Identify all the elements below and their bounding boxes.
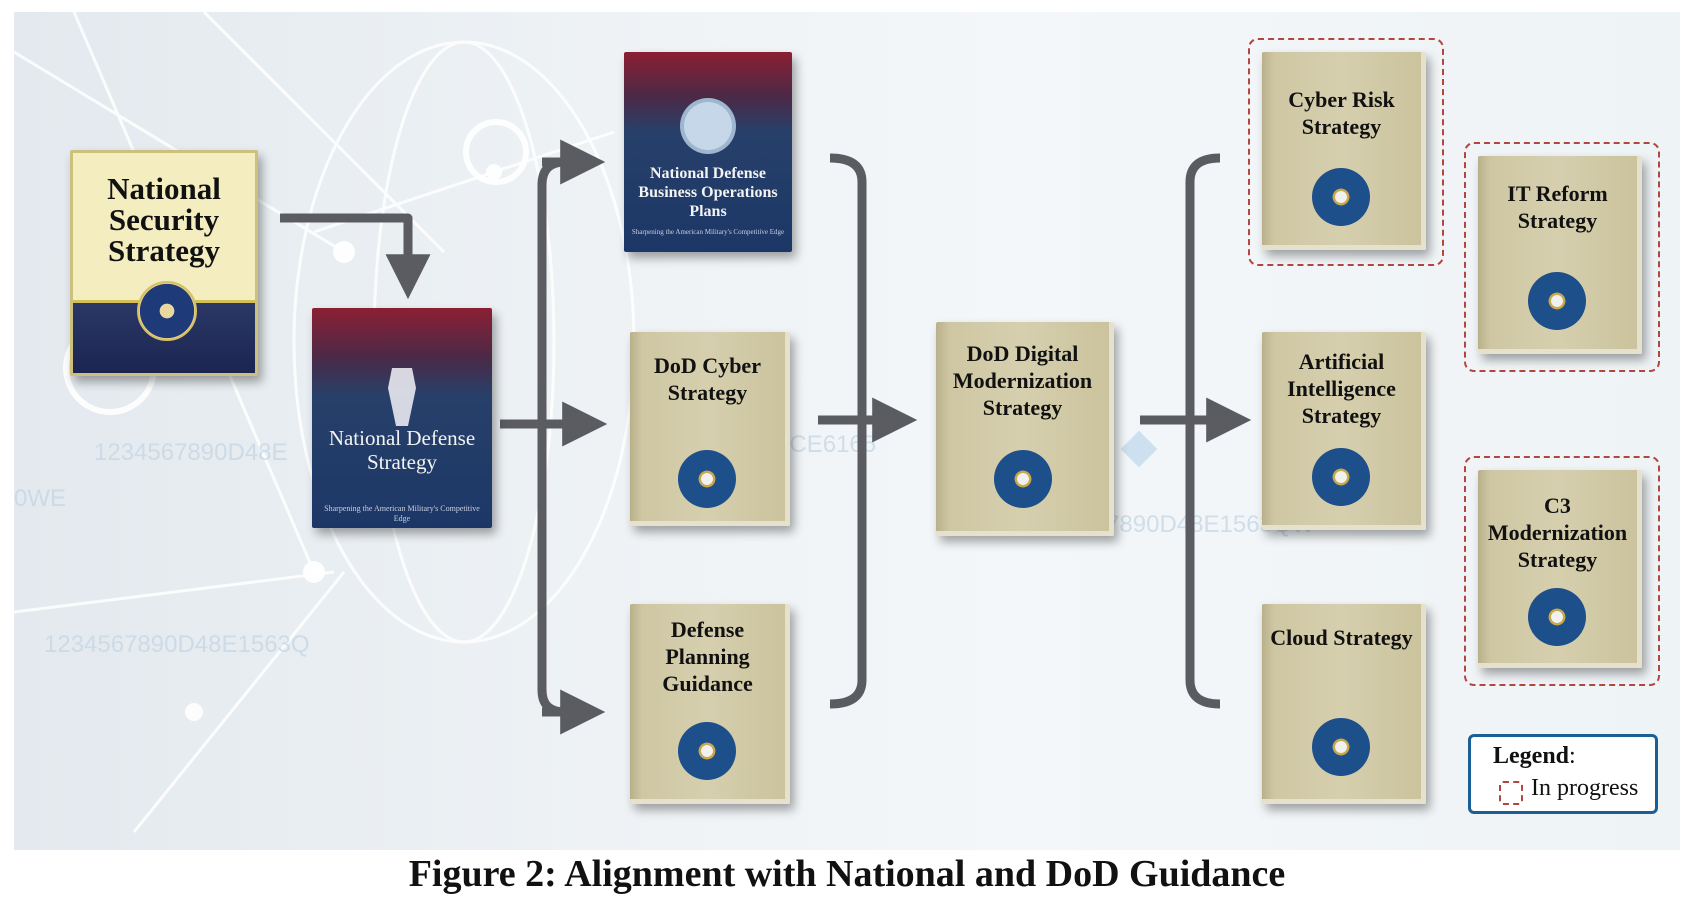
dod-seal-icon	[1312, 168, 1370, 226]
bg-hex-text-4: 0WE	[14, 485, 66, 512]
book-title: DoD Cyber Strategy	[654, 353, 761, 405]
dod-seal-icon	[678, 450, 736, 508]
dod-seal-icon	[1312, 718, 1370, 776]
book-subtitle: Sharpening the American Military's Compe…	[631, 228, 785, 236]
book-subtitle: Sharpening the American Military's Compe…	[324, 504, 480, 523]
left-bracket-1	[537, 157, 566, 717]
book-national-security-strategy: National Security Strategy	[70, 150, 258, 376]
book-dod-cyber-strategy: DoD Cyber Strategy	[630, 332, 790, 526]
arrow-nss-to-nds	[280, 213, 431, 300]
book-title: IT Reform Strategy	[1507, 181, 1608, 233]
dod-seal-icon	[680, 98, 736, 154]
book-title: Defense Planning Guidance	[662, 617, 753, 696]
book-title: Artificial Intelligence Strategy	[1287, 349, 1396, 428]
bg-hex-text-1: 1234567890D48E	[94, 439, 288, 466]
legend: Legend: In progress	[1468, 734, 1658, 814]
legend-in-progress-swatch	[1499, 781, 1523, 805]
dod-seal-icon	[1312, 448, 1370, 506]
book-c3-modernization-strategy: C3 Modernization Strategy	[1478, 470, 1642, 668]
book-national-defense-strategy: National Defense Strategy Sharpening the…	[312, 308, 492, 528]
legend-colon: :	[1569, 743, 1576, 769]
right-bracket-1	[829, 153, 867, 709]
dod-seal-icon	[678, 722, 736, 780]
book-cyber-risk-strategy: Cyber Risk Strategy	[1262, 52, 1426, 250]
book-title: C3 Modernization Strategy	[1487, 493, 1628, 572]
book-title: National Defense Business Operations Pla…	[638, 165, 778, 220]
book-artificial-intelligence-strategy: Artificial Intelligence Strategy	[1262, 332, 1426, 530]
book-national-defense-business-operations-plans: National Defense Business Operations Pla…	[624, 52, 792, 252]
in-progress-outline-it-reform	[1464, 142, 1660, 372]
book-title: DoD Digital Modernization Strategy	[952, 341, 1093, 420]
dod-seal-icon	[994, 450, 1052, 508]
book-cloud-strategy: Cloud Strategy	[1262, 604, 1426, 804]
figure-caption: Figure 2: Alignment with National and Do…	[408, 853, 1286, 895]
book-defense-planning-guidance: Defense Planning Guidance	[630, 604, 790, 804]
book-dod-digital-modernization-strategy: DoD Digital Modernization Strategy	[936, 322, 1114, 536]
book-title: Cloud Strategy	[1270, 625, 1413, 650]
bg-hex-text-3: 1234567890D48E1563Q	[44, 631, 310, 658]
presidential-seal-icon	[137, 281, 197, 341]
book-title: National Defense Strategy	[328, 426, 476, 474]
in-progress-outline-cyber-risk	[1248, 38, 1444, 266]
legend-title: Legend	[1493, 743, 1570, 769]
left-bracket-2	[1185, 153, 1221, 709]
book-title: National Security Strategy	[107, 171, 221, 268]
book-title: Cyber Risk Strategy	[1288, 87, 1395, 139]
dod-seal-icon	[1528, 588, 1586, 646]
in-progress-outline-c3	[1464, 456, 1660, 686]
legend-in-progress-label: In progress	[1531, 775, 1639, 801]
dod-seal-icon	[1528, 272, 1586, 330]
book-it-reform-strategy: IT Reform Strategy	[1478, 156, 1642, 354]
eagle-icon	[388, 368, 416, 426]
